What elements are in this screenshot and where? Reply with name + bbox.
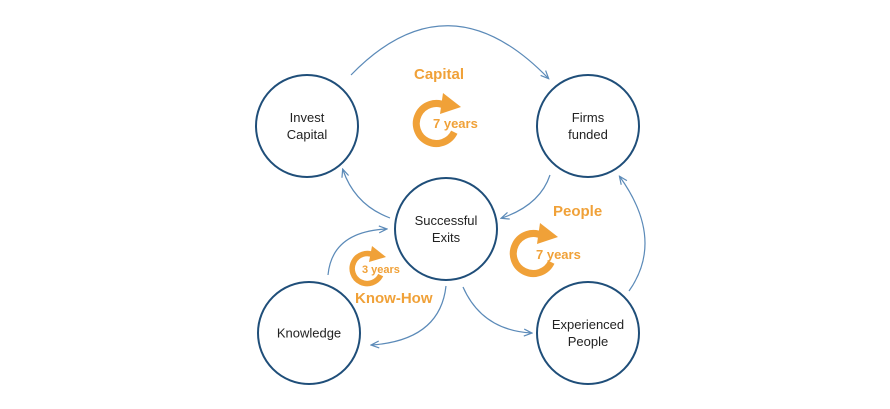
arrow-exits-to-knowledge [372, 285, 447, 345]
node-circle-knowledge [257, 281, 361, 385]
arrow-exits-to-people [462, 286, 531, 333]
know-how-cycle-icon [349, 246, 386, 287]
node-label-knowledge: Knowledge [276, 325, 342, 341]
know-how-cycle-title: Know-How [355, 290, 433, 307]
arrow-knowledge-to-exits [327, 229, 386, 276]
node-circle-invest-capital [255, 74, 359, 178]
capital-cycle-title: Capital [414, 66, 465, 83]
capital-cycle-icon [412, 93, 461, 147]
people-cycle-duration: 7 years [536, 247, 581, 262]
node-label-experienced-people: Experienced People [551, 317, 625, 349]
arrow-invest-to-firms [350, 25, 548, 78]
arrow-exits-to-invest [343, 170, 391, 219]
know-how-cycle-duration: 3 years [362, 264, 400, 276]
node-label-successful-exits: Successful Exits [414, 213, 478, 245]
node-circle-successful-exits [394, 177, 498, 281]
node-circle-experienced-people [536, 281, 640, 385]
people-cycle-title: People [553, 203, 603, 220]
arrow-people-to-firms [620, 177, 646, 292]
capital-cycle-duration: 7 years [433, 116, 478, 131]
arrow-firms-to-exits [502, 174, 551, 218]
people-cycle-icon [509, 223, 558, 277]
node-label-invest-capital: Invest Capital [286, 110, 328, 142]
node-circle-firms-funded [536, 74, 640, 178]
node-label-firms-funded: Firms funded [568, 110, 608, 142]
